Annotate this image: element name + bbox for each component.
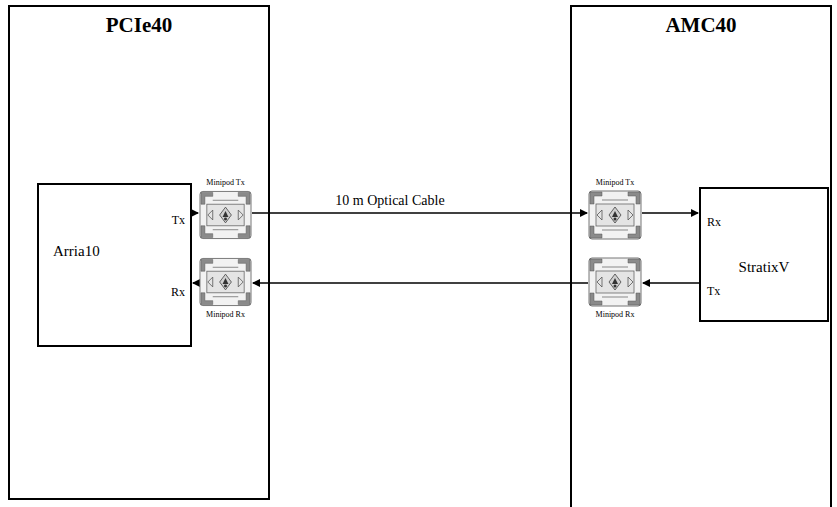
minipod-module: Minipod Tx <box>199 190 252 240</box>
minipod-module: Minipod Rx <box>199 257 252 307</box>
fpga-box: Arria10 TxRx <box>37 183 192 347</box>
fpga-name: StratixV <box>701 259 827 276</box>
signal-arrow <box>643 282 699 284</box>
fpga-name: Arria10 <box>53 243 100 260</box>
pin-name: Rx <box>707 215 721 230</box>
module-label: Minipod Rx <box>595 310 635 319</box>
signal-arrow <box>642 212 698 214</box>
fpga-box: StratixV RxTx <box>699 187 829 322</box>
pin-name: Rx <box>171 285 185 300</box>
signal-arrow <box>193 282 199 284</box>
board-title: PCIe40 <box>10 13 268 38</box>
module-label: Minipod Rx <box>206 310 246 319</box>
pin-name: Tx <box>707 284 720 299</box>
minipod-icon <box>588 257 642 307</box>
minipod-icon <box>588 190 642 240</box>
signal-arrow <box>252 212 587 214</box>
board-title: AMC40 <box>572 13 830 38</box>
minipod-icon <box>199 190 252 240</box>
module-label: Minipod Tx <box>595 178 635 187</box>
module-label: Minipod Tx <box>206 178 246 187</box>
minipod-module: Minipod Rx <box>588 257 642 307</box>
minipod-icon <box>199 257 252 307</box>
signal-arrow <box>192 212 198 214</box>
minipod-module: Minipod Tx <box>588 190 642 240</box>
pin-name: Tx <box>172 213 185 228</box>
board-box: PCIe40Arria10 TxRx Minipod Tx Minipod Rx <box>8 5 270 500</box>
board-box: AMC40Minipod Tx Minipod Rx StratixV RxTx <box>570 5 832 507</box>
cable-label: 10 m Optical Cable <box>333 193 446 209</box>
signal-arrow <box>253 282 588 284</box>
